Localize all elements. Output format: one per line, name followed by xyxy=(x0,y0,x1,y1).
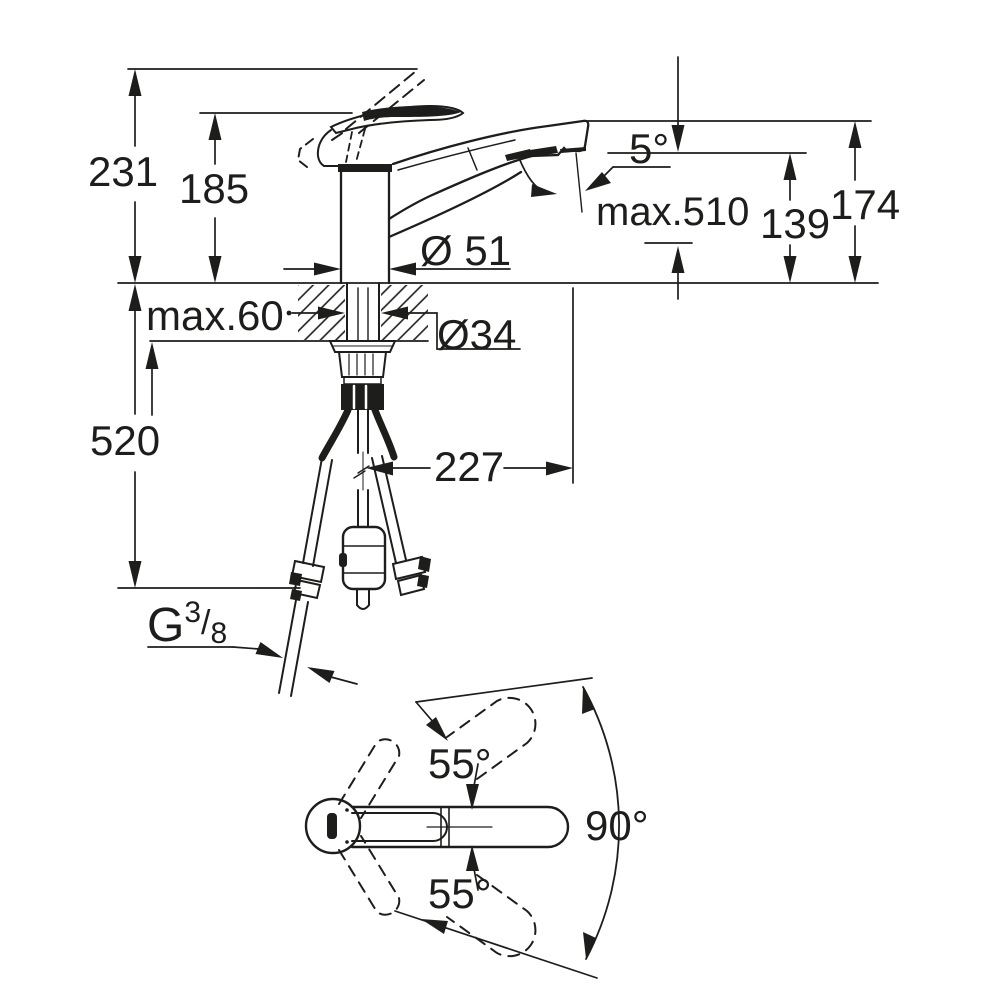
plan-lever-dashed-up xyxy=(338,696,537,819)
dimension-5deg-max510 xyxy=(518,56,693,300)
dimension-231 xyxy=(128,69,142,283)
mounting-section xyxy=(298,282,428,410)
dimension-max60 xyxy=(145,342,159,416)
dim-top-height-label: 174 xyxy=(830,181,901,228)
plan-angle-dimensions xyxy=(394,677,620,979)
dim-base-diameter-label: Ø 51 xyxy=(420,227,512,274)
dim-spray-angle-label: 5° xyxy=(629,125,670,172)
counter-hatch-left xyxy=(298,285,345,340)
dim-outlet-height-label: 139 xyxy=(760,200,831,247)
counter-hatch-right xyxy=(381,285,428,340)
thread-numerator: 3 xyxy=(184,596,202,629)
plan-lever xyxy=(350,805,570,849)
dimension-thread-g38 xyxy=(147,642,358,685)
dimension-520 xyxy=(128,284,142,588)
dim-hose-length-label: 520 xyxy=(90,417,161,464)
handle-raised-dashed xyxy=(296,70,425,168)
thread-slash: / xyxy=(201,604,211,642)
dimension-174 xyxy=(848,121,862,283)
dim-hole-diameter-label: Ø34 xyxy=(437,311,517,358)
plan-view xyxy=(304,677,620,979)
plan-body xyxy=(304,797,362,855)
dimension-139 xyxy=(783,153,797,283)
dim-thread-size-label: G3/8 xyxy=(147,598,227,650)
dim-pullout-length-label: max.510 xyxy=(596,190,750,234)
dim-deck-thickness-label: max.60 xyxy=(146,292,284,339)
reference-lines xyxy=(117,68,879,589)
thread-denominator: 8 xyxy=(210,617,228,650)
dim-spout-reach-label: 227 xyxy=(434,443,505,490)
plan-lever-dashed-down xyxy=(338,835,537,958)
faucet-front-view xyxy=(296,70,590,285)
dim-swivel-down-label: 55° xyxy=(428,870,492,917)
dimension-phi51 xyxy=(283,262,511,276)
dim-total-height-label: 231 xyxy=(88,148,159,195)
dim-swivel-up-label: 55° xyxy=(428,740,492,787)
dim-swivel-total-label: 90° xyxy=(585,802,649,849)
thread-prefix: G xyxy=(147,599,185,652)
hoses xyxy=(278,406,431,697)
dimension-185 xyxy=(208,113,222,283)
hose-weight xyxy=(341,525,387,591)
dim-spout-height-label: 185 xyxy=(179,165,250,212)
